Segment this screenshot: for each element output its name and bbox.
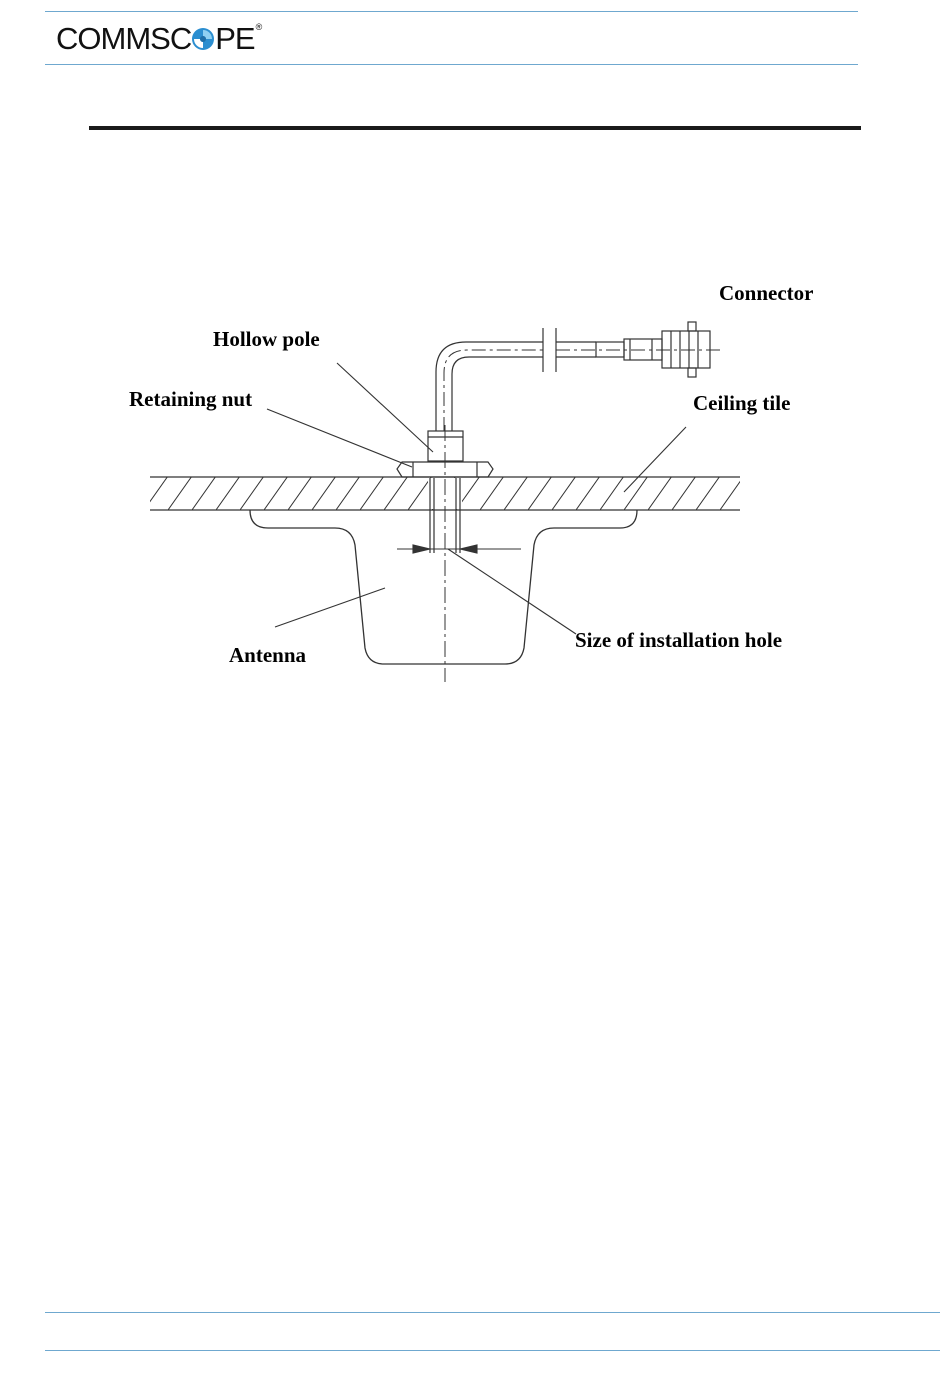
- label-retaining-nut: Retaining nut: [129, 387, 252, 411]
- hole-size-dimension: [397, 545, 521, 553]
- antenna-installation-diagram: Connector Hollow pole Retaining nut Ceil…: [0, 0, 950, 760]
- footer-top-rule: [45, 1312, 940, 1313]
- label-hollow-pole: Hollow pole: [213, 327, 320, 351]
- cable: [436, 328, 720, 431]
- footer-bottom-rule: [45, 1350, 940, 1351]
- label-connector: Connector: [719, 281, 813, 305]
- label-hole-size: Size of installation hole: [575, 628, 782, 652]
- label-antenna: Antenna: [229, 643, 307, 667]
- label-ceiling-tile: Ceiling tile: [693, 391, 790, 415]
- ceiling-tile: [130, 477, 770, 510]
